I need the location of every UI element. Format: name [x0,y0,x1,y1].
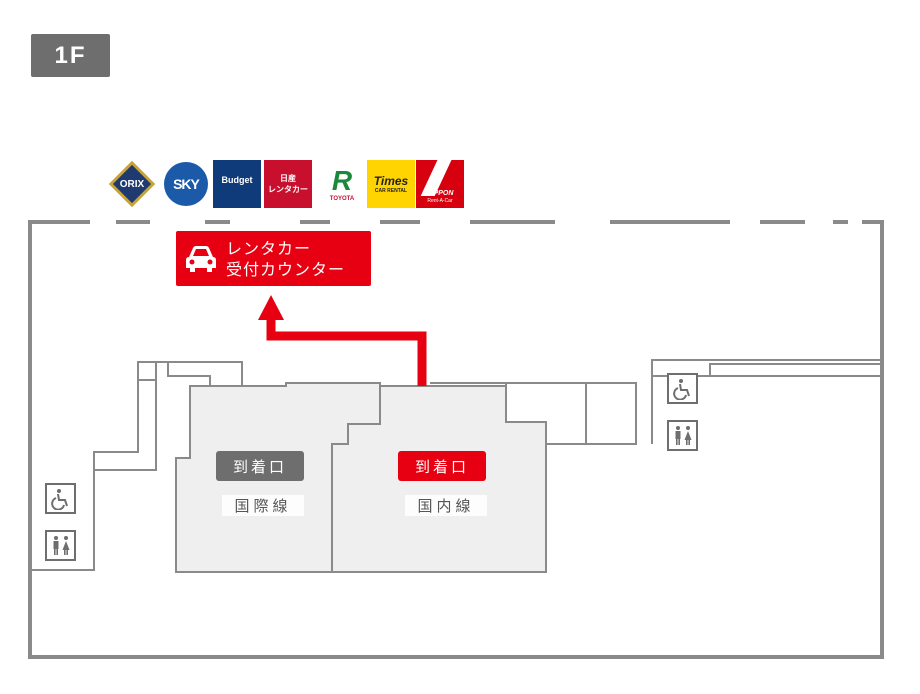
right-stair-inner [652,363,883,377]
wheelchair-icon [45,483,76,514]
outer-wall [28,220,884,659]
building-outline [28,220,884,659]
international-arrival-badge: 到着口 [216,451,304,481]
right-wall [502,382,637,445]
restroom-icon [667,420,698,451]
logo-times: Times CAR RENTAL [367,160,415,208]
rental-counter-line2: 受付カウンター [226,259,346,279]
floor-label: 1F [31,34,110,77]
car-icon [176,231,226,286]
logo-nissan: 日産 レンタカー [264,160,312,208]
restroom-icon [45,530,76,561]
left-stair-wall [30,361,286,571]
rental-counter-line1: レンタカー [226,238,312,258]
domestic-zone-label: 国内線 [405,495,487,516]
domestic-arrival-badge: 到着口 [398,451,486,481]
rental-counter-sign: レンタカー 受付カウンター [176,231,371,286]
international-zone-label: 国際線 [222,495,304,516]
left-stair-inner [94,362,157,471]
logo-nippon: NIPPON Rent-A-Car [416,160,464,208]
wheelchair-icon [667,373,698,404]
route-arrowhead [258,295,284,320]
route-path [266,318,427,386]
logo-toyota: R TOYOTA [329,164,355,202]
right-stair-wall [651,359,882,444]
logo-orix: ORIX [108,160,156,208]
interior-walls [30,359,883,571]
logo-sky: SKY [162,160,210,208]
logo-budget: Budget [213,160,261,208]
